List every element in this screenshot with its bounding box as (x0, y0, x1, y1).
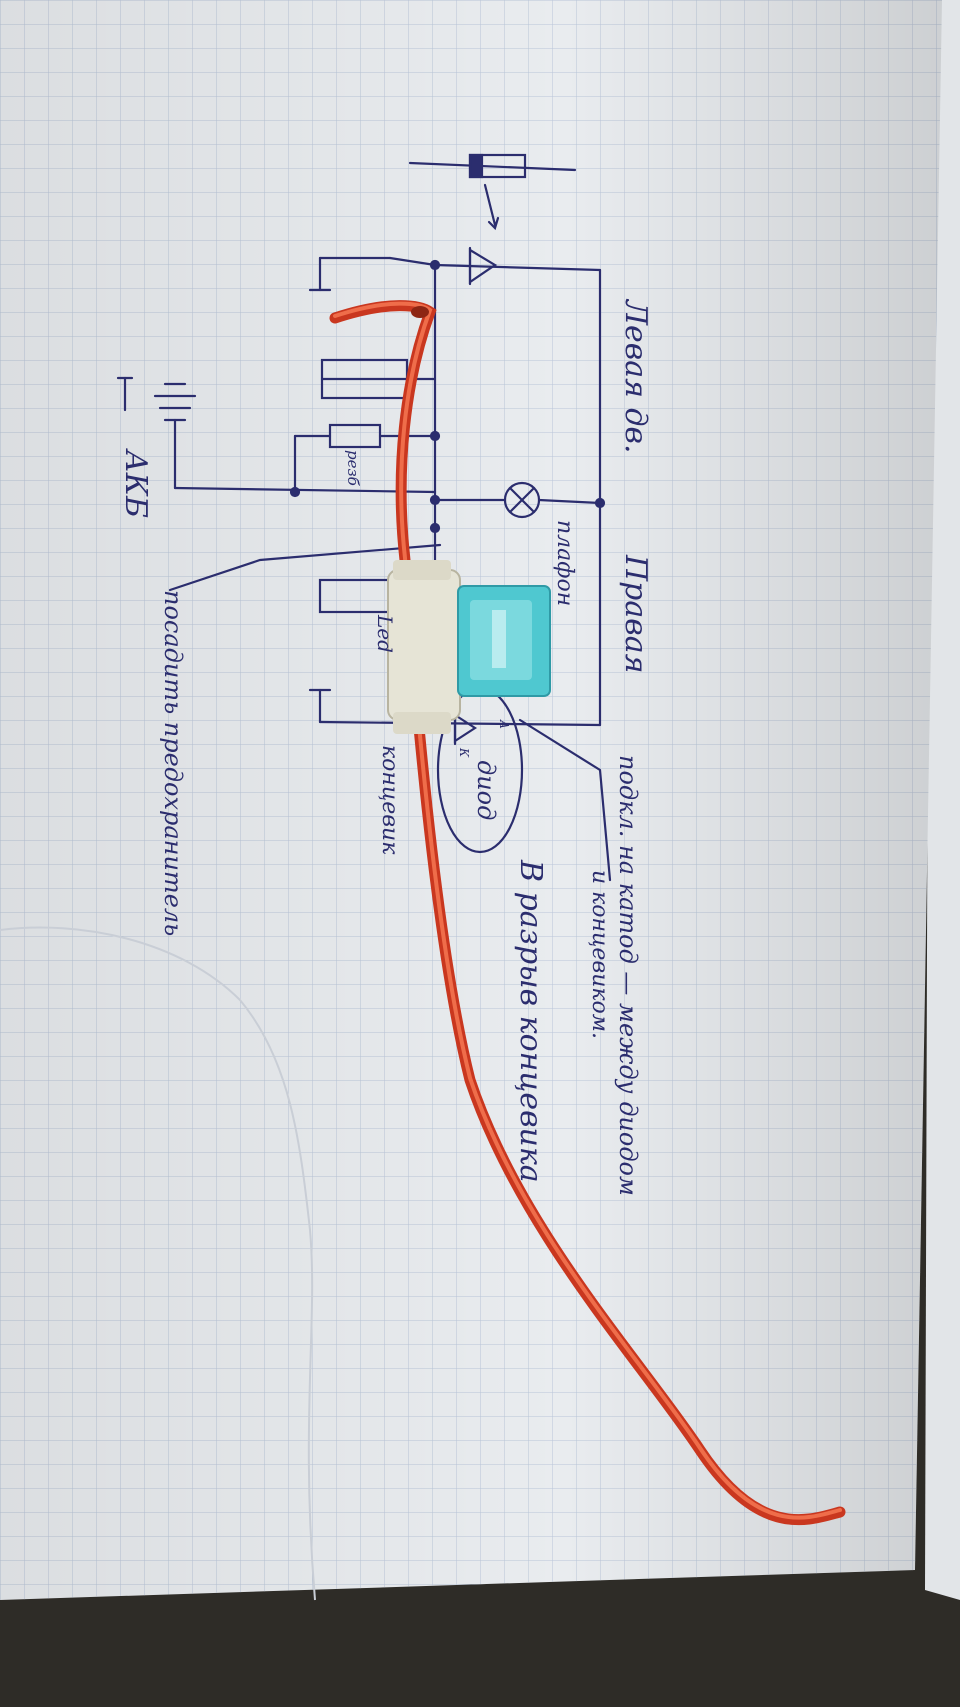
label-led: Led (373, 615, 397, 653)
label-anode-mark: А (497, 720, 511, 730)
label-connect-note-1: подкл. на катод — между диодом (614, 755, 642, 1196)
label-cathode-mark: К (457, 748, 471, 758)
torn-page-edge (0, 926, 316, 1601)
label-left-door: Левая дв. (618, 300, 653, 454)
label-battery: АКБ (118, 450, 153, 518)
label-right-door: Правая (618, 555, 653, 674)
label-limit-switch: концевик (377, 745, 402, 855)
fuse-holder (387, 569, 461, 721)
label-resistor: резб (344, 450, 362, 486)
label-plafond: плафон (552, 520, 577, 607)
label-diode: диод (472, 760, 500, 821)
label-fuse-note: посадить предохранитель (159, 590, 187, 937)
label-break-note: В разрыв концевика (513, 860, 548, 1183)
label-connect-note-2: и концевиком. (587, 870, 612, 1039)
